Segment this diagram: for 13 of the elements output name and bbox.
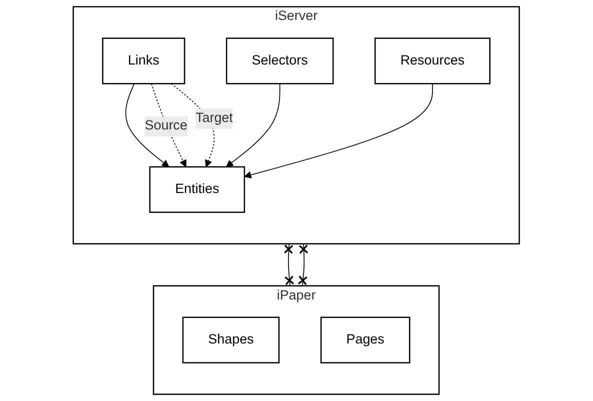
connector: [298, 243, 309, 286]
edge-label: Source: [144, 118, 188, 134]
node-box: Entities: [149, 166, 246, 213]
node-box: Pages: [320, 316, 410, 364]
node-box: Resources: [374, 38, 491, 84]
arrow: [244, 83, 434, 178]
arrow: [126, 83, 170, 168]
node-box: Selectors: [226, 38, 334, 84]
node-box: Links: [102, 38, 186, 84]
connector: [284, 243, 295, 286]
arrow: [226, 83, 280, 168]
node-box: Shapes: [182, 316, 280, 364]
edge-label: Target: [196, 111, 234, 126]
